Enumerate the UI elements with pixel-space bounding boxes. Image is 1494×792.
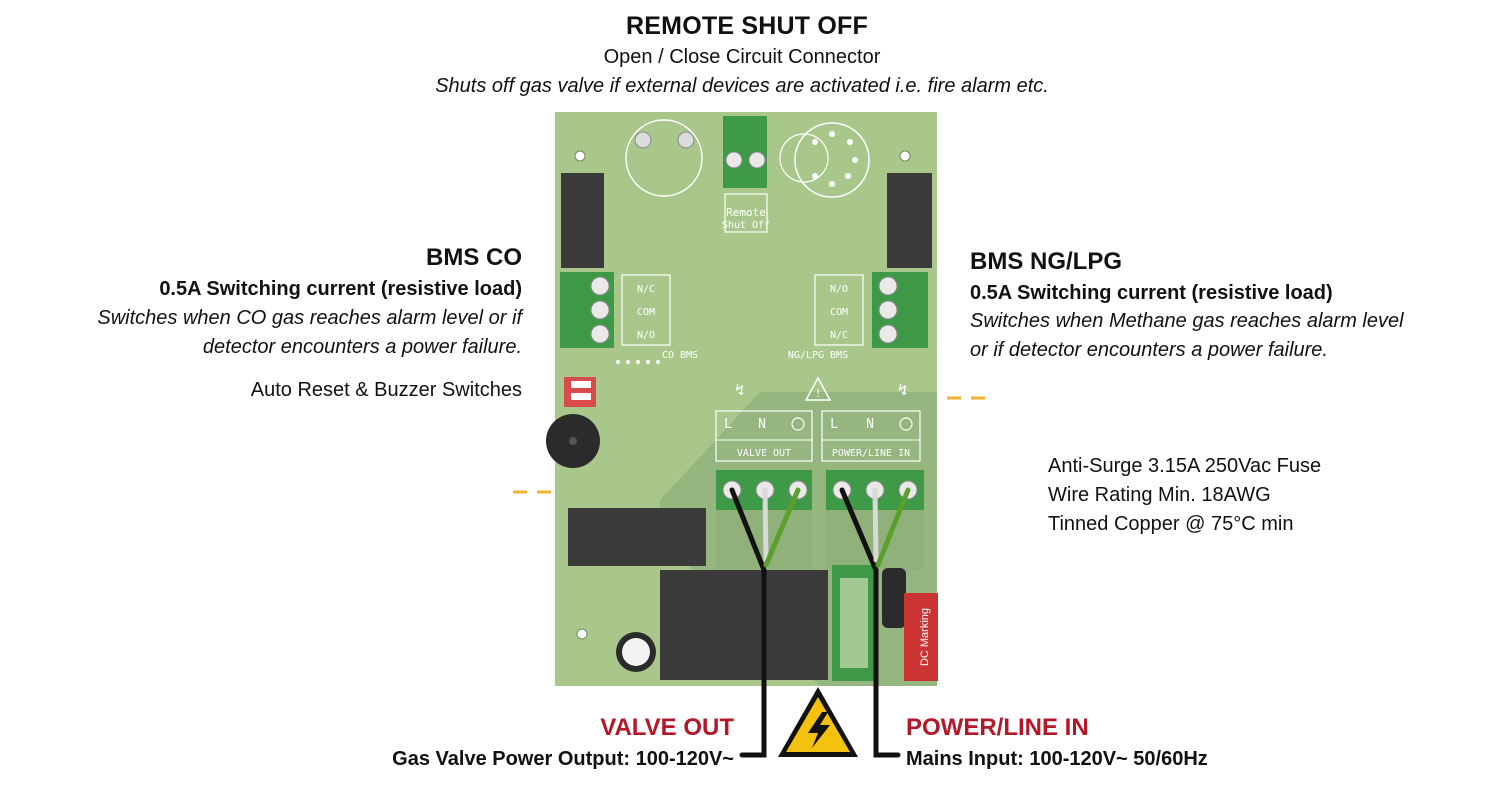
pcb-warning-icon xyxy=(804,376,832,401)
ng-terminal-no: N/O xyxy=(830,284,848,295)
bms-ng-note-2: or if detector encounters a power failur… xyxy=(970,339,1328,361)
remote-terminal-block xyxy=(723,116,767,188)
bms-ng-spec: 0.5A Switching current (resistive load) xyxy=(970,282,1333,304)
remote-shut-off-title: REMOTE SHUT OFF xyxy=(626,12,868,40)
relay-left xyxy=(561,173,604,268)
valve-out-desc: Gas Valve Power Output: 100-120V~ xyxy=(392,748,734,770)
mount-hole xyxy=(899,150,911,162)
ground-icon xyxy=(899,417,913,431)
power-line-pcb-label: POWER/LINE IN xyxy=(832,448,910,459)
ng-terminal-nc: N/C xyxy=(830,330,848,341)
sensor-pin xyxy=(634,131,652,149)
lne-left-l: L xyxy=(724,417,732,432)
sensor-pin xyxy=(677,131,695,149)
co-terminal-com: COM xyxy=(637,307,655,318)
valve-out-title: VALVE OUT xyxy=(600,714,734,741)
lne-right-n: N xyxy=(866,417,874,432)
bolt-icon: ↯ xyxy=(898,380,908,399)
co-terminal-no: N/O xyxy=(637,330,655,341)
bms-ng-title: BMS NG/LPG xyxy=(970,248,1123,275)
remote-shut-off-note: Shuts off gas valve if external devices … xyxy=(435,75,1049,97)
power-line-in-title: POWER/LINE IN xyxy=(906,714,1089,741)
fuse-line-1: Anti-Surge 3.15A 250Vac Fuse xyxy=(1048,455,1322,477)
fuse-line-3: Tinned Copper @ 75°C min xyxy=(1048,513,1294,535)
valve-out-pcb-label: VALVE OUT xyxy=(737,448,791,459)
auto-reset-label: Auto Reset & Buzzer Switches xyxy=(250,379,522,401)
co-bms-label: CO BMS xyxy=(662,350,698,361)
remote-pcb-label-1: Remote xyxy=(726,206,766,219)
dc-marking-label: DC Marking xyxy=(919,608,931,666)
fuse-line-2: Wire Rating Min. 18AWG xyxy=(1048,484,1271,506)
sensor-outline xyxy=(625,119,703,197)
bms-co-note-1: Switches when CO gas reaches alarm level… xyxy=(97,307,522,329)
bms-ng-note-1: Switches when Methane gas reaches alarm … xyxy=(970,310,1404,332)
lne-right-l: L xyxy=(830,417,838,432)
svg-text:!: ! xyxy=(815,387,822,400)
ng-terminal-com: COM xyxy=(830,307,848,318)
bms-co-spec: 0.5A Switching current (resistive load) xyxy=(159,278,522,300)
co-terminal-nc: N/C xyxy=(637,284,655,295)
ng-bms-label: NG/LPG BMS xyxy=(788,350,848,361)
relay-right xyxy=(887,173,932,268)
remote-pcb-label-2: Shut Off xyxy=(722,220,770,231)
fuse-clip xyxy=(882,568,906,628)
bms-co-title: BMS CO xyxy=(426,244,522,271)
sensor-outline-3 xyxy=(779,133,829,183)
power-line-in-desc: Mains Input: 100-120V~ 50/60Hz xyxy=(906,748,1208,770)
bms-co-note-2: detector encounters a power failure. xyxy=(202,336,522,358)
mount-hole xyxy=(574,150,586,162)
high-voltage-warning-icon xyxy=(778,687,858,757)
wires xyxy=(729,487,911,758)
ground-icon xyxy=(791,417,805,431)
relay-bottom-main xyxy=(660,570,828,680)
lne-left-n: N xyxy=(758,417,766,432)
mount-hole xyxy=(576,628,588,640)
dc-marking-block xyxy=(904,593,938,681)
bolt-icon: ↯ xyxy=(735,380,745,399)
remote-shut-off-subtitle: Open / Close Circuit Connector xyxy=(603,46,881,68)
relay-bottom-left xyxy=(568,508,706,566)
sensor-outline-2 xyxy=(794,122,870,198)
